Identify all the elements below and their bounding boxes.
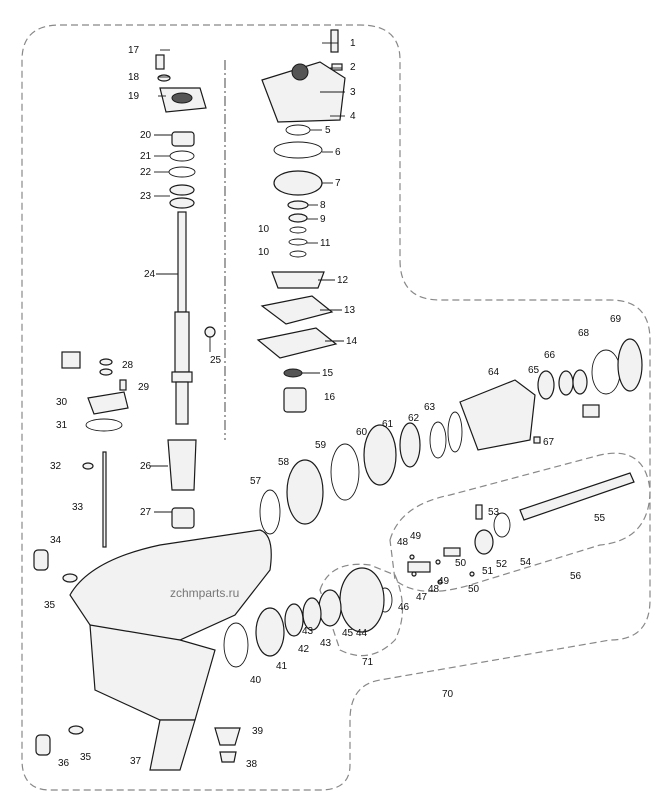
forward-gear-group (259, 338, 643, 535)
part-label-63: 63 (424, 402, 436, 413)
part-label-53: 53 (488, 507, 500, 518)
drive-shaft-stack (155, 54, 216, 529)
part-label-12: 12 (337, 275, 349, 286)
group-outline-reverse-gear (319, 563, 404, 657)
part-label-13: 13 (344, 305, 356, 316)
water-pump-stack (256, 29, 346, 413)
part-label-11: 11 (320, 238, 331, 249)
gearcase-housing (35, 529, 272, 771)
part-label-46: 46 (398, 602, 410, 613)
part-label-39: 39 (252, 726, 264, 737)
part-label-60: 60 (356, 427, 368, 438)
part-label-48: 48 (428, 584, 440, 595)
part-label-28: 28 (122, 360, 134, 371)
part-label-19: 19 (128, 91, 140, 102)
part-label-56: 56 (570, 571, 582, 582)
part-label-43: 43 (302, 626, 314, 637)
part-label-36: 36 (58, 758, 70, 769)
part-label-66: 66 (544, 350, 556, 361)
part-label-52: 52 (496, 559, 508, 570)
part-label-31: 31 (56, 420, 68, 431)
part-label-30: 30 (56, 397, 68, 408)
part-label-37: 37 (130, 756, 142, 767)
part-label-58: 58 (278, 457, 290, 468)
part-label-15: 15 (322, 368, 334, 379)
part-label-23: 23 (140, 191, 152, 202)
part-label-2: 2 (350, 62, 356, 73)
part-label-6: 6 (335, 147, 341, 158)
part-label-35: 35 (80, 752, 92, 763)
shift-parts (33, 351, 129, 583)
part-label-55: 55 (594, 513, 606, 524)
part-label-38: 38 (246, 759, 258, 770)
reverse-gear-group (223, 567, 393, 668)
part-label-24: 24 (144, 269, 156, 280)
part-label-61: 61 (382, 419, 394, 430)
part-label-1: 1 (350, 38, 356, 49)
part-label-43: 43 (320, 638, 332, 649)
part-label-10: 10 (258, 224, 270, 235)
leader-lines (150, 42, 345, 513)
part-label-44: 44 (356, 628, 368, 639)
part-label-40: 40 (250, 675, 262, 686)
part-label-14: 14 (346, 336, 358, 347)
part-label-33: 33 (72, 502, 84, 513)
part-labels: 1234567891011101213141516171819202122232… (44, 38, 622, 770)
part-label-18: 18 (128, 72, 140, 83)
part-label-4: 4 (350, 111, 356, 122)
part-label-25: 25 (210, 355, 222, 366)
part-label-51: 51 (482, 566, 494, 577)
part-label-22: 22 (140, 167, 152, 178)
part-label-9: 9 (320, 214, 326, 225)
part-label-54: 54 (520, 557, 532, 568)
part-label-34: 34 (50, 535, 62, 546)
part-label-32: 32 (50, 461, 62, 472)
part-label-69: 69 (610, 314, 622, 325)
part-label-21: 21 (140, 151, 152, 162)
part-label-64: 64 (488, 367, 500, 378)
part-label-59: 59 (315, 440, 327, 451)
part-label-68: 68 (578, 328, 590, 339)
part-label-47: 47 (416, 592, 428, 603)
part-label-10: 10 (258, 247, 270, 258)
part-label-20: 20 (140, 130, 152, 141)
part-label-42: 42 (298, 644, 310, 655)
group-outline-propeller-shaft (389, 452, 651, 592)
part-label-50: 50 (455, 558, 467, 569)
part-label-70: 70 (442, 689, 454, 700)
part-label-8: 8 (320, 200, 326, 211)
part-label-48: 48 (397, 537, 409, 548)
part-label-50: 50 (468, 584, 480, 595)
part-label-5: 5 (325, 125, 331, 136)
part-label-49: 49 (410, 531, 422, 542)
part-label-57: 57 (250, 476, 262, 487)
propeller-shaft-group (407, 472, 635, 585)
part-label-49: 49 (438, 576, 450, 587)
group-outline-main (21, 24, 651, 791)
part-label-27: 27 (140, 507, 152, 518)
part-label-29: 29 (138, 382, 150, 393)
part-label-65: 65 (528, 365, 540, 376)
part-label-3: 3 (350, 87, 356, 98)
part-label-17: 17 (128, 45, 140, 56)
part-label-71: 71 (362, 657, 374, 668)
watermark: zchmparts.ru (170, 586, 239, 600)
part-label-62: 62 (408, 413, 420, 424)
part-label-7: 7 (335, 178, 341, 189)
part-label-41: 41 (276, 661, 288, 672)
part-label-16: 16 (324, 392, 336, 403)
part-label-67: 67 (543, 437, 555, 448)
part-label-35: 35 (44, 600, 56, 611)
part-label-26: 26 (140, 461, 152, 472)
part-label-45: 45 (342, 628, 354, 639)
